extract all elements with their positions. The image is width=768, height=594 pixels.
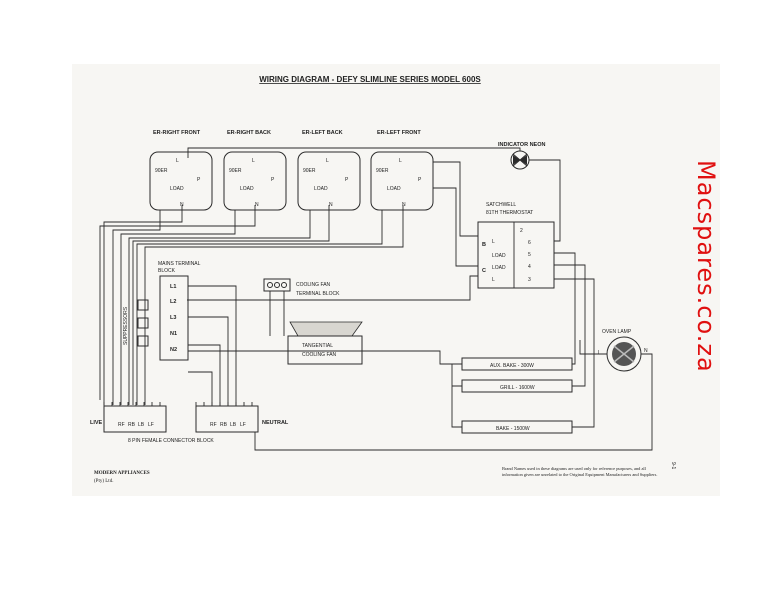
svg-text:RF: RF (118, 422, 125, 428)
cooling-fan-terminal-block: COOLING FAN TERMINAL BLOCK (263, 278, 340, 297)
svg-text:P: P (197, 177, 201, 183)
svg-text:L: L (326, 158, 329, 164)
live-label: LIVE (90, 420, 103, 426)
disclaimer: Brand Names used in these diagrams are u… (502, 466, 658, 477)
svg-text:L: L (176, 158, 179, 164)
svg-text:L1: L1 (170, 284, 176, 290)
suppressors-label: SUPPRESSORS (123, 306, 129, 345)
connector-block: LIVE RF RB LB LF RF RB LB LF NEUTRAL 8 P… (90, 402, 289, 444)
indicator-neon: INDICATOR NEON (498, 142, 545, 170)
svg-text:90ER: 90ER (303, 168, 316, 174)
svg-text:2: 2 (520, 228, 523, 234)
svg-text:LF: LF (240, 422, 246, 428)
svg-text:N2: N2 (170, 347, 177, 353)
svg-text:LOAD: LOAD (240, 186, 254, 192)
mains-title-2: BLOCK (158, 268, 176, 274)
cooling-fan-label-1: COOLING FAN (296, 282, 331, 288)
svg-text:3: 3 (528, 277, 531, 283)
regulator-label: ER-RIGHT BACK (227, 130, 271, 136)
tangential-label-1: TANGENTIAL (302, 343, 333, 349)
svg-text:LOAD: LOAD (492, 253, 506, 259)
svg-text:LOAD: LOAD (492, 265, 506, 271)
svg-text:90ER: 90ER (376, 168, 389, 174)
diagram-title: WIRING DIAGRAM - DEFY SLIMLINE SERIES MO… (259, 75, 481, 84)
tangential-cooling-fan: TANGENTIAL COOLING FAN (287, 321, 363, 365)
svg-text:RB: RB (220, 422, 228, 428)
footer: MODERN APPLIANCES (Pty) Ltd. Brand Names… (94, 462, 676, 484)
svg-text:L3: L3 (170, 315, 176, 321)
heater-elements: AUX. BAKE - 300W GRILL - 1600W BAKE - 15… (461, 357, 573, 434)
thermostat-title-2: 81TH THERMOSTAT (486, 210, 533, 216)
page-number: 9-1 (670, 462, 676, 469)
oven-lamp-label: OVEN LAMP (602, 329, 632, 335)
svg-text:L: L (492, 277, 495, 283)
indicator-neon-label: INDICATOR NEON (498, 142, 545, 148)
tangential-label-2: COOLING FAN (302, 352, 337, 358)
svg-text:L: L (252, 158, 255, 164)
diagram-sheet (72, 64, 720, 496)
svg-text:LOAD: LOAD (314, 186, 328, 192)
thermostat-title-1: SATCHWELL (486, 202, 516, 208)
aux-bake-label: AUX. BAKE - 300W (490, 363, 534, 369)
svg-text:90ER: 90ER (229, 168, 242, 174)
energy-regulator-left-front: ER-LEFT FRONT L 90ER P LOAD N (370, 130, 434, 211)
svg-text:P: P (271, 177, 275, 183)
svg-text:LOAD: LOAD (170, 186, 184, 192)
svg-text:LB: LB (138, 422, 145, 428)
svg-text:6: 6 (528, 240, 531, 246)
mains-title-1: MAINS TERMINAL (158, 261, 201, 267)
regulator-label: ER-LEFT BACK (302, 130, 343, 136)
svg-text:B: B (482, 242, 486, 248)
company-suffix: (Pty) Ltd. (94, 479, 113, 484)
connector-title: 8 PIN FEMALE CONNECTOR BLOCK (128, 438, 214, 444)
energy-regulator-left-back: ER-LEFT BACK L 90ER P LOAD N (297, 130, 361, 211)
energy-regulator-right-back: ER-RIGHT BACK L 90ER P LOAD N (223, 130, 287, 211)
svg-text:P: P (418, 177, 422, 183)
svg-text:P: P (345, 177, 349, 183)
svg-text:LF: LF (148, 422, 154, 428)
neutral-label: NEUTRAL (262, 420, 289, 426)
company-name: MODERN APPLIANCES (94, 471, 150, 476)
svg-text:N: N (402, 202, 406, 208)
svg-text:4: 4 (528, 264, 531, 270)
svg-text:N1: N1 (170, 331, 177, 337)
thermostat: SATCHWELL 81TH THERMOSTAT B L LOAD C LOA… (477, 202, 555, 289)
svg-text:N: N (329, 202, 333, 208)
svg-text:N: N (255, 202, 259, 208)
svg-text:90ER: 90ER (155, 168, 168, 174)
bake-label: BAKE - 1500W (496, 426, 530, 432)
regulator-label: ER-RIGHT FRONT (153, 130, 201, 136)
svg-text:RF: RF (210, 422, 217, 428)
svg-text:L2: L2 (170, 299, 176, 305)
svg-text:L: L (399, 158, 402, 164)
suppressors: SUPPRESSORS (123, 299, 149, 347)
oven-lamp-N: N (644, 348, 648, 354)
svg-text:L: L (492, 239, 495, 245)
energy-regulator-right-front: ER-RIGHT FRONT L 90ER P LOAD N (149, 130, 213, 211)
mains-terminal-block: MAINS TERMINAL BLOCK L1 L2 L3 N1 N2 (158, 261, 201, 361)
grill-label: GRILL - 1600W (500, 385, 535, 391)
regulator-label: ER-LEFT FRONT (377, 130, 421, 136)
svg-text:LB: LB (230, 422, 237, 428)
oven-lamp: OVEN LAMP L N (598, 329, 648, 372)
oven-lamp-L: L (598, 350, 601, 356)
wiring (99, 147, 653, 451)
svg-text:LOAD: LOAD (387, 186, 401, 192)
cooling-fan-label-2: TERMINAL BLOCK (296, 291, 340, 297)
svg-text:RB: RB (128, 422, 136, 428)
svg-text:C: C (482, 268, 486, 274)
svg-text:5: 5 (528, 252, 531, 258)
watermark-text: Macspares.co.za (692, 160, 720, 373)
